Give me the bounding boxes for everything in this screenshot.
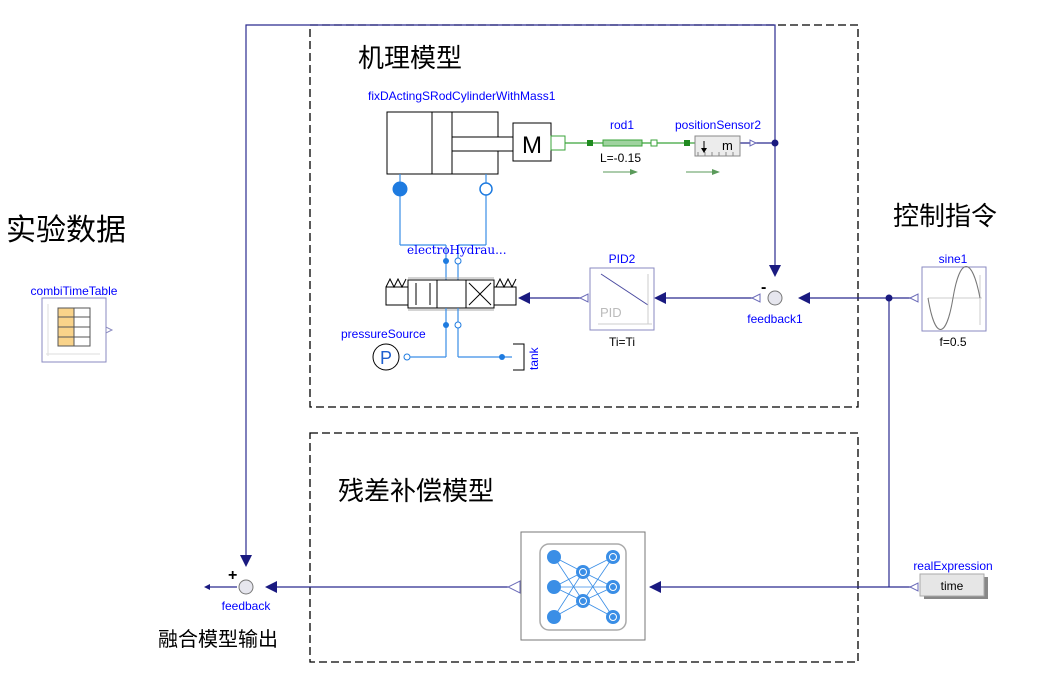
valve-input-arrow [518, 292, 530, 304]
cylinder-component[interactable]: fixDActingSRodCylinderWithMass1 M [368, 89, 566, 245]
sensor-unit: m [722, 138, 733, 153]
pid-component[interactable]: PID2 PID Ti=Ti [589, 252, 655, 349]
pid-label: PID2 [609, 252, 636, 266]
junction-dot [771, 139, 779, 147]
wire-position-to-feedback[interactable] [245, 24, 776, 565]
control-command-title: 控制指令 [893, 202, 997, 232]
rod-label: rod1 [610, 118, 634, 132]
feedback-component[interactable]: + feedback [222, 567, 272, 613]
feedback1-input-arrow [769, 265, 781, 277]
fused-output-title: 融合模型输出 [158, 627, 278, 651]
sine-label: sine1 [939, 252, 968, 266]
feedback1-label: feedback1 [747, 312, 803, 326]
mech-port [587, 140, 593, 146]
tank-component[interactable]: tank [458, 343, 541, 371]
mass-glyph: M [522, 132, 542, 159]
neural-network-component[interactable] [520, 531, 646, 641]
feedback1-output-port [750, 293, 761, 303]
nn-output-port [506, 580, 521, 594]
feedback-label: feedback [222, 599, 272, 613]
nn-input-arrow [649, 581, 661, 593]
pressure-source-component[interactable]: pressureSource P [341, 327, 446, 371]
cylinder-label: fixDActingSRodCylinderWithMass1 [368, 89, 556, 103]
flange-port [550, 135, 566, 151]
mechanism-model-group-box [309, 24, 859, 408]
sine-component[interactable]: sine1 f=0.5 [921, 252, 987, 349]
feedback1-input-arrow [798, 292, 810, 304]
rod-component[interactable]: rod1 L=-0.15 [600, 118, 658, 175]
residual-model-group-box [309, 432, 859, 663]
real-expression-label: realExpression [913, 559, 992, 573]
mechanism-model-title: 机理模型 [358, 44, 462, 74]
pressure-source-label: pressureSource [341, 327, 426, 341]
sine-output-port [908, 293, 919, 303]
real-expression-component[interactable]: realExpression time [913, 559, 993, 599]
pressure-glyph: P [380, 348, 392, 368]
rod-param: L=-0.15 [600, 151, 641, 165]
feedback-input-arrow [240, 555, 252, 567]
pid-input-arrow [654, 292, 666, 304]
combi-time-table-label: combiTimeTable [31, 284, 118, 298]
tank-label: tank [527, 346, 541, 370]
residual-model-title: 残差补偿模型 [338, 477, 494, 507]
pid-glyph: PID [600, 305, 622, 320]
position-sensor-label: positionSensor2 [675, 118, 761, 132]
feedback-sign: + [228, 567, 237, 584]
position-sensor-component[interactable]: positionSensor2 m [675, 118, 761, 175]
port-b[interactable] [479, 182, 493, 196]
junction-dot [885, 294, 893, 302]
port-a[interactable] [392, 181, 408, 197]
combi-time-table-component[interactable]: combiTimeTable [31, 284, 118, 363]
sine-param: f=0.5 [939, 335, 966, 349]
signal-wires [210, 24, 918, 588]
mech-port [684, 140, 690, 146]
feedback1-component[interactable]: - feedback1 [747, 279, 803, 326]
real-expression-output-port [908, 582, 919, 592]
feedback-output-arrow [204, 584, 210, 590]
valve-port-t [454, 321, 462, 329]
valve-component[interactable]: electroHydrau... [385, 243, 517, 357]
feedback1-sign: - [761, 279, 766, 296]
experiment-data-title: 实验数据 [6, 213, 126, 248]
valve-port-p [443, 322, 449, 328]
position-sensor-output-port [749, 139, 758, 147]
valve-port-b [454, 257, 462, 265]
pid-output-port [578, 293, 589, 303]
pid-param: Ti=Ti [609, 335, 635, 349]
feedback-input-arrow [265, 581, 277, 593]
valve-label: electroHydrau... [407, 243, 507, 257]
real-expression-value: time [941, 579, 964, 593]
valve-port-a [443, 258, 449, 264]
